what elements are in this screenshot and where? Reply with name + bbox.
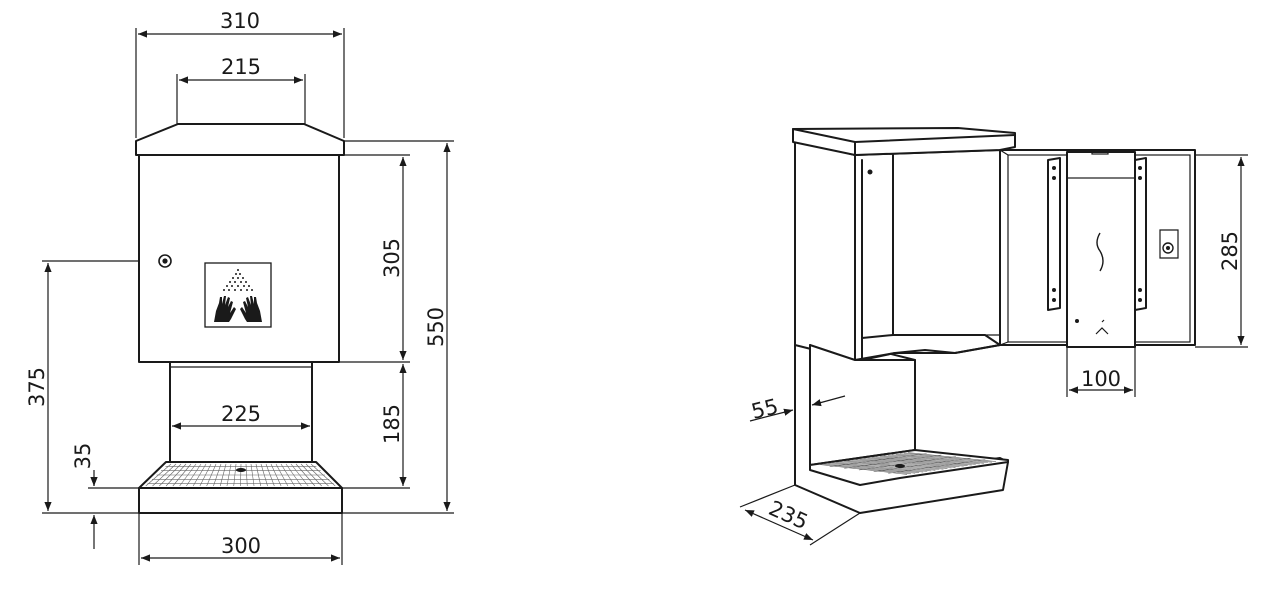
dim-iso-wall-thickness: 55 [749,394,781,424]
drop-logo-icon [1096,232,1104,272]
iso-tray-grid [819,452,996,475]
dim-iso-dispenser-height: 285 [1218,231,1242,271]
dim-total-height: 550 [424,307,448,347]
iso-roof [792,127,1016,156]
sensor-icon [1075,319,1079,323]
iso-cabinet-left [794,139,856,361]
dim-base-width: 300 [221,534,261,558]
iso-dispenser-unit [1047,149,1147,348]
iso-column [809,344,916,466]
iso-cabinet-inner [854,149,1001,361]
dim-cabinet-height: 305 [380,238,404,278]
dim-roof-width: 215 [221,55,261,79]
front-view [135,123,345,514]
front-tray-grid [145,463,336,487]
dim-tray-height: 35 [71,443,95,470]
dim-column-height: 185 [380,404,404,444]
iso-view [792,127,1196,514]
iso-door-lock-icon [1159,229,1179,259]
dim-dispenser-height: 375 [25,367,49,407]
dim-iso-base-depth: 235 [765,496,811,534]
front-dimensions: 310 215 305 185 550 375 225 35 [25,9,454,565]
hand-sanitize-pictogram-icon [204,262,272,328]
dim-column-width: 225 [221,402,261,426]
iso-hinge-icon [867,169,873,175]
lock-icon [158,254,172,268]
front-roof [135,123,345,156]
dim-top-width: 310 [220,9,260,33]
dim-iso-dispenser-width: 100 [1081,367,1121,391]
